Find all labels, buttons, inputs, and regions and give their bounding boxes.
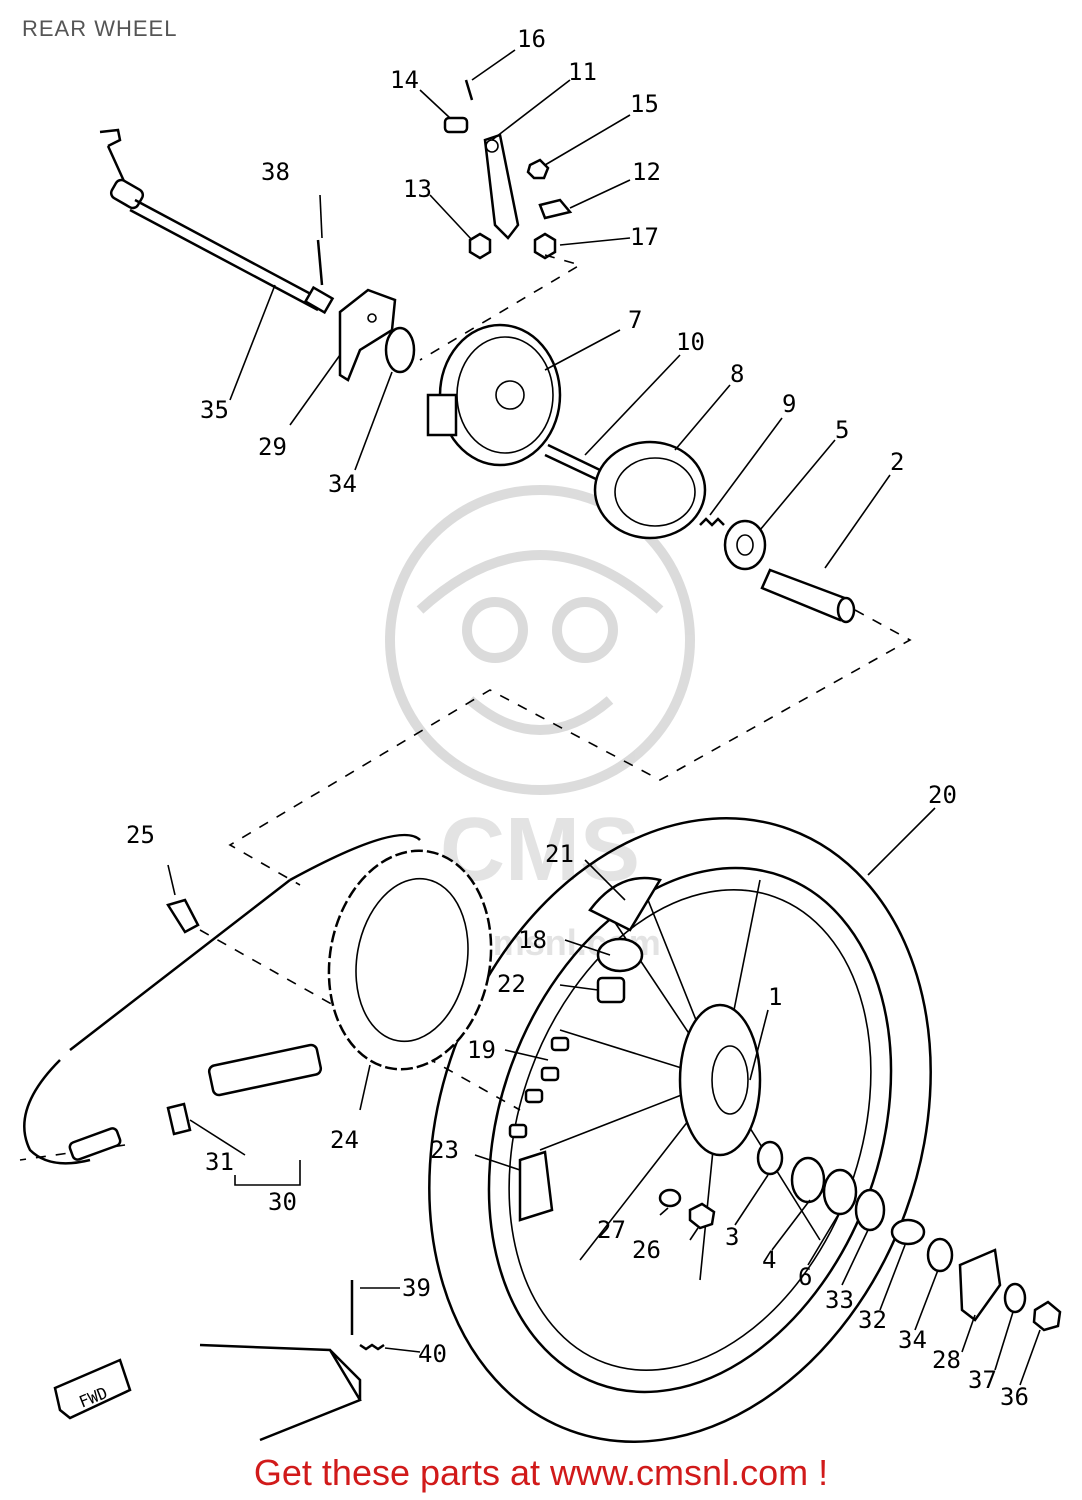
part-label: 35 [200, 396, 229, 424]
leader-lines [167, 49, 1041, 1386]
valve-part [596, 976, 626, 1004]
part-label: 37 [968, 1366, 997, 1394]
nut-17 [533, 232, 557, 260]
exploded-parts-diagram: CMS www.cmsnl.com [19, 25, 1062, 1443]
tensioner-spring [359, 1343, 385, 1351]
part-label: 38 [261, 158, 290, 186]
part-label: 2 [890, 448, 904, 476]
rear-wheel [428, 817, 932, 1443]
chain-adjuster-plate [338, 288, 397, 382]
part-label: 15 [630, 90, 659, 118]
spoke-nipples [508, 1036, 570, 1139]
part-label: 11 [568, 58, 597, 86]
part-label: 27 [597, 1216, 626, 1244]
bearing-6 [822, 1168, 858, 1216]
pin-part [443, 116, 469, 134]
part-label: 1 [768, 983, 782, 1011]
part-label: 33 [825, 1286, 854, 1314]
bearing-4 [790, 1156, 826, 1204]
adjuster-plate-28 [958, 1248, 1002, 1322]
part-label: 40 [418, 1340, 447, 1368]
part-label: 5 [835, 416, 849, 444]
part-label: 31 [205, 1148, 234, 1176]
part-label: 18 [518, 926, 547, 954]
part-label: 28 [932, 1346, 961, 1374]
collar-3 [756, 1140, 784, 1176]
part-label: 24 [330, 1126, 359, 1154]
part-label: 10 [676, 328, 705, 356]
drive-chain [289, 833, 421, 882]
axle-part [99, 128, 335, 315]
part-label: 20 [928, 781, 957, 809]
spring-part [699, 517, 725, 527]
part-label: 19 [467, 1036, 496, 1064]
bolt-12 [538, 198, 573, 220]
part-label: 8 [730, 360, 744, 388]
part-labels: 16 14 11 15 12 13 17 38 35 29 34 7 10 8 … [126, 25, 1029, 1411]
part-label: 29 [258, 433, 287, 461]
part-label: 26 [632, 1236, 661, 1264]
bearing-part [723, 519, 767, 571]
part-label: 14 [390, 66, 419, 94]
chain-clip [166, 1102, 192, 1136]
part-label: 21 [545, 840, 574, 868]
nut-13 [468, 232, 492, 260]
axle-nut-36 [1032, 1300, 1062, 1332]
tube-part [596, 937, 644, 973]
assembly-line [419, 254, 583, 361]
part-label: 23 [430, 1136, 459, 1164]
forward-arrow [53, 1358, 132, 1420]
part-label: 6 [798, 1263, 812, 1291]
spacer-tube [760, 568, 856, 624]
nut-26 [688, 1202, 716, 1230]
brake-shoe [593, 440, 707, 540]
camshaft-part [547, 443, 601, 472]
rim-lock [518, 1150, 554, 1222]
part-label: 12 [632, 158, 661, 186]
part-label: 22 [497, 970, 526, 998]
part-label: 34 [328, 470, 357, 498]
part-label: 16 [517, 25, 546, 53]
seal-33 [854, 1188, 886, 1232]
part-label: 25 [126, 821, 155, 849]
collar-34b [926, 1237, 954, 1273]
rear-sprocket [327, 849, 493, 1071]
part-label: 32 [858, 1306, 887, 1334]
part-label: 3 [725, 1223, 739, 1251]
part-label: 36 [1000, 1383, 1029, 1411]
nut-15 [526, 158, 550, 180]
part-label: 13 [403, 175, 432, 203]
part-label: 7 [628, 306, 642, 334]
collar-32 [890, 1218, 926, 1246]
part-label: 39 [402, 1274, 431, 1302]
rim-band [588, 876, 662, 932]
split-pin-part [464, 79, 474, 101]
collar-part [384, 326, 416, 374]
footer-link[interactable]: Get these parts at www.cmsnl.com ! [253, 1452, 829, 1493]
swingarm-outline [199, 1343, 362, 1442]
sprocket-bolt [166, 898, 200, 934]
washer-27 [658, 1188, 682, 1208]
cotter-pin-part [316, 239, 324, 286]
brake-shoe-plate [426, 323, 562, 467]
washer-37 [1003, 1282, 1027, 1314]
part-label: 30 [268, 1188, 297, 1216]
cam-lever-part [483, 133, 520, 240]
part-label: 4 [762, 1246, 776, 1274]
watermark-logo [385, 485, 695, 795]
part-label: 34 [898, 1326, 927, 1354]
part-label: 17 [630, 223, 659, 251]
page-title: REAR WHEEL [22, 16, 178, 41]
part-label: 9 [782, 390, 796, 418]
